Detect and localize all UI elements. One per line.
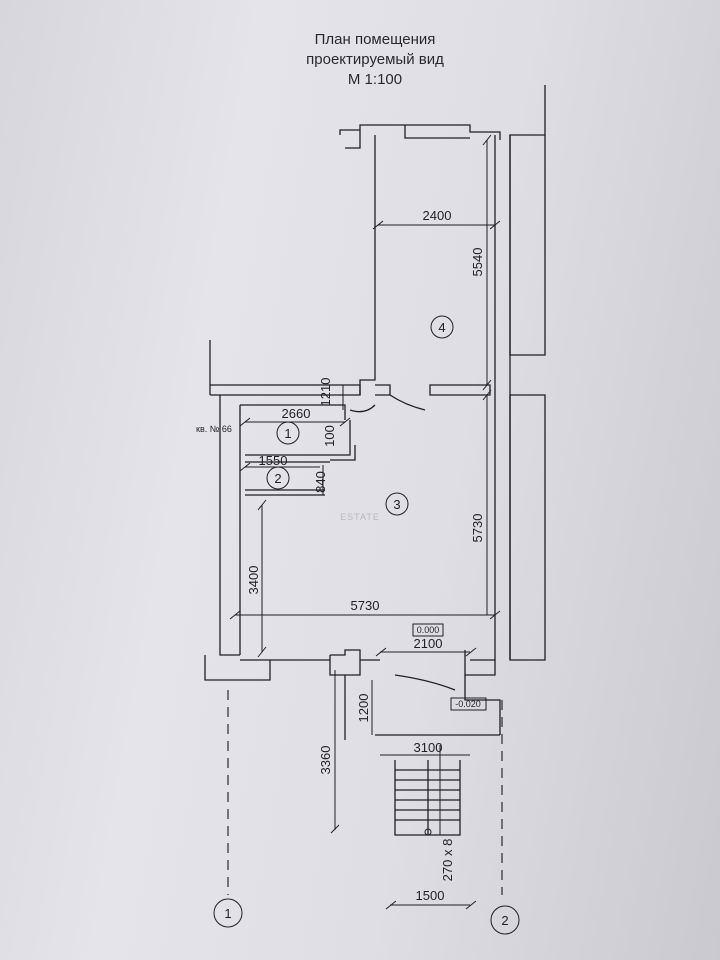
room-3-number: 3 (393, 497, 400, 512)
dim-840: 840 (313, 471, 328, 493)
watermark-text: ESTATE (340, 512, 380, 522)
room-4-number: 4 (438, 320, 445, 335)
dim-3400: 3400 (246, 566, 261, 595)
dim-1200: 1200 (356, 694, 371, 723)
dim-5730-horizontal: 5730 (351, 598, 380, 613)
dim-2400: 2400 (423, 208, 452, 223)
dim-3100: 3100 (414, 740, 443, 755)
title-line-1: План помещения (314, 31, 436, 48)
axis-1-label: 1 (224, 906, 231, 921)
title-line-3: М 1:100 (347, 71, 403, 88)
dim-270x8: 270 х 8 (440, 839, 455, 882)
dim-1210: 1210 (318, 378, 333, 407)
room-1-number: 1 (284, 426, 291, 441)
apartment-label: кв. № 66 (196, 424, 232, 434)
plan-title: План помещения проектируемый вид М 1:100 (260, 30, 490, 90)
title-line-2: проектируемый вид (306, 51, 444, 68)
dim-100: 100 (322, 425, 337, 447)
dim-2100: 2100 (414, 636, 443, 651)
floor-level: 0.000 (417, 625, 440, 635)
dim-1550: 1550 (259, 453, 288, 468)
room-2-number: 2 (274, 471, 281, 486)
dim-5540: 5540 (470, 248, 485, 277)
entrance-level: -0.020 (455, 699, 481, 709)
dim-3360: 3360 (318, 746, 333, 775)
dim-1500: 1500 (416, 888, 445, 903)
axis-2-label: 2 (501, 913, 508, 928)
dim-2660: 2660 (282, 406, 311, 421)
dim-5730-vertical: 5730 (470, 514, 485, 543)
